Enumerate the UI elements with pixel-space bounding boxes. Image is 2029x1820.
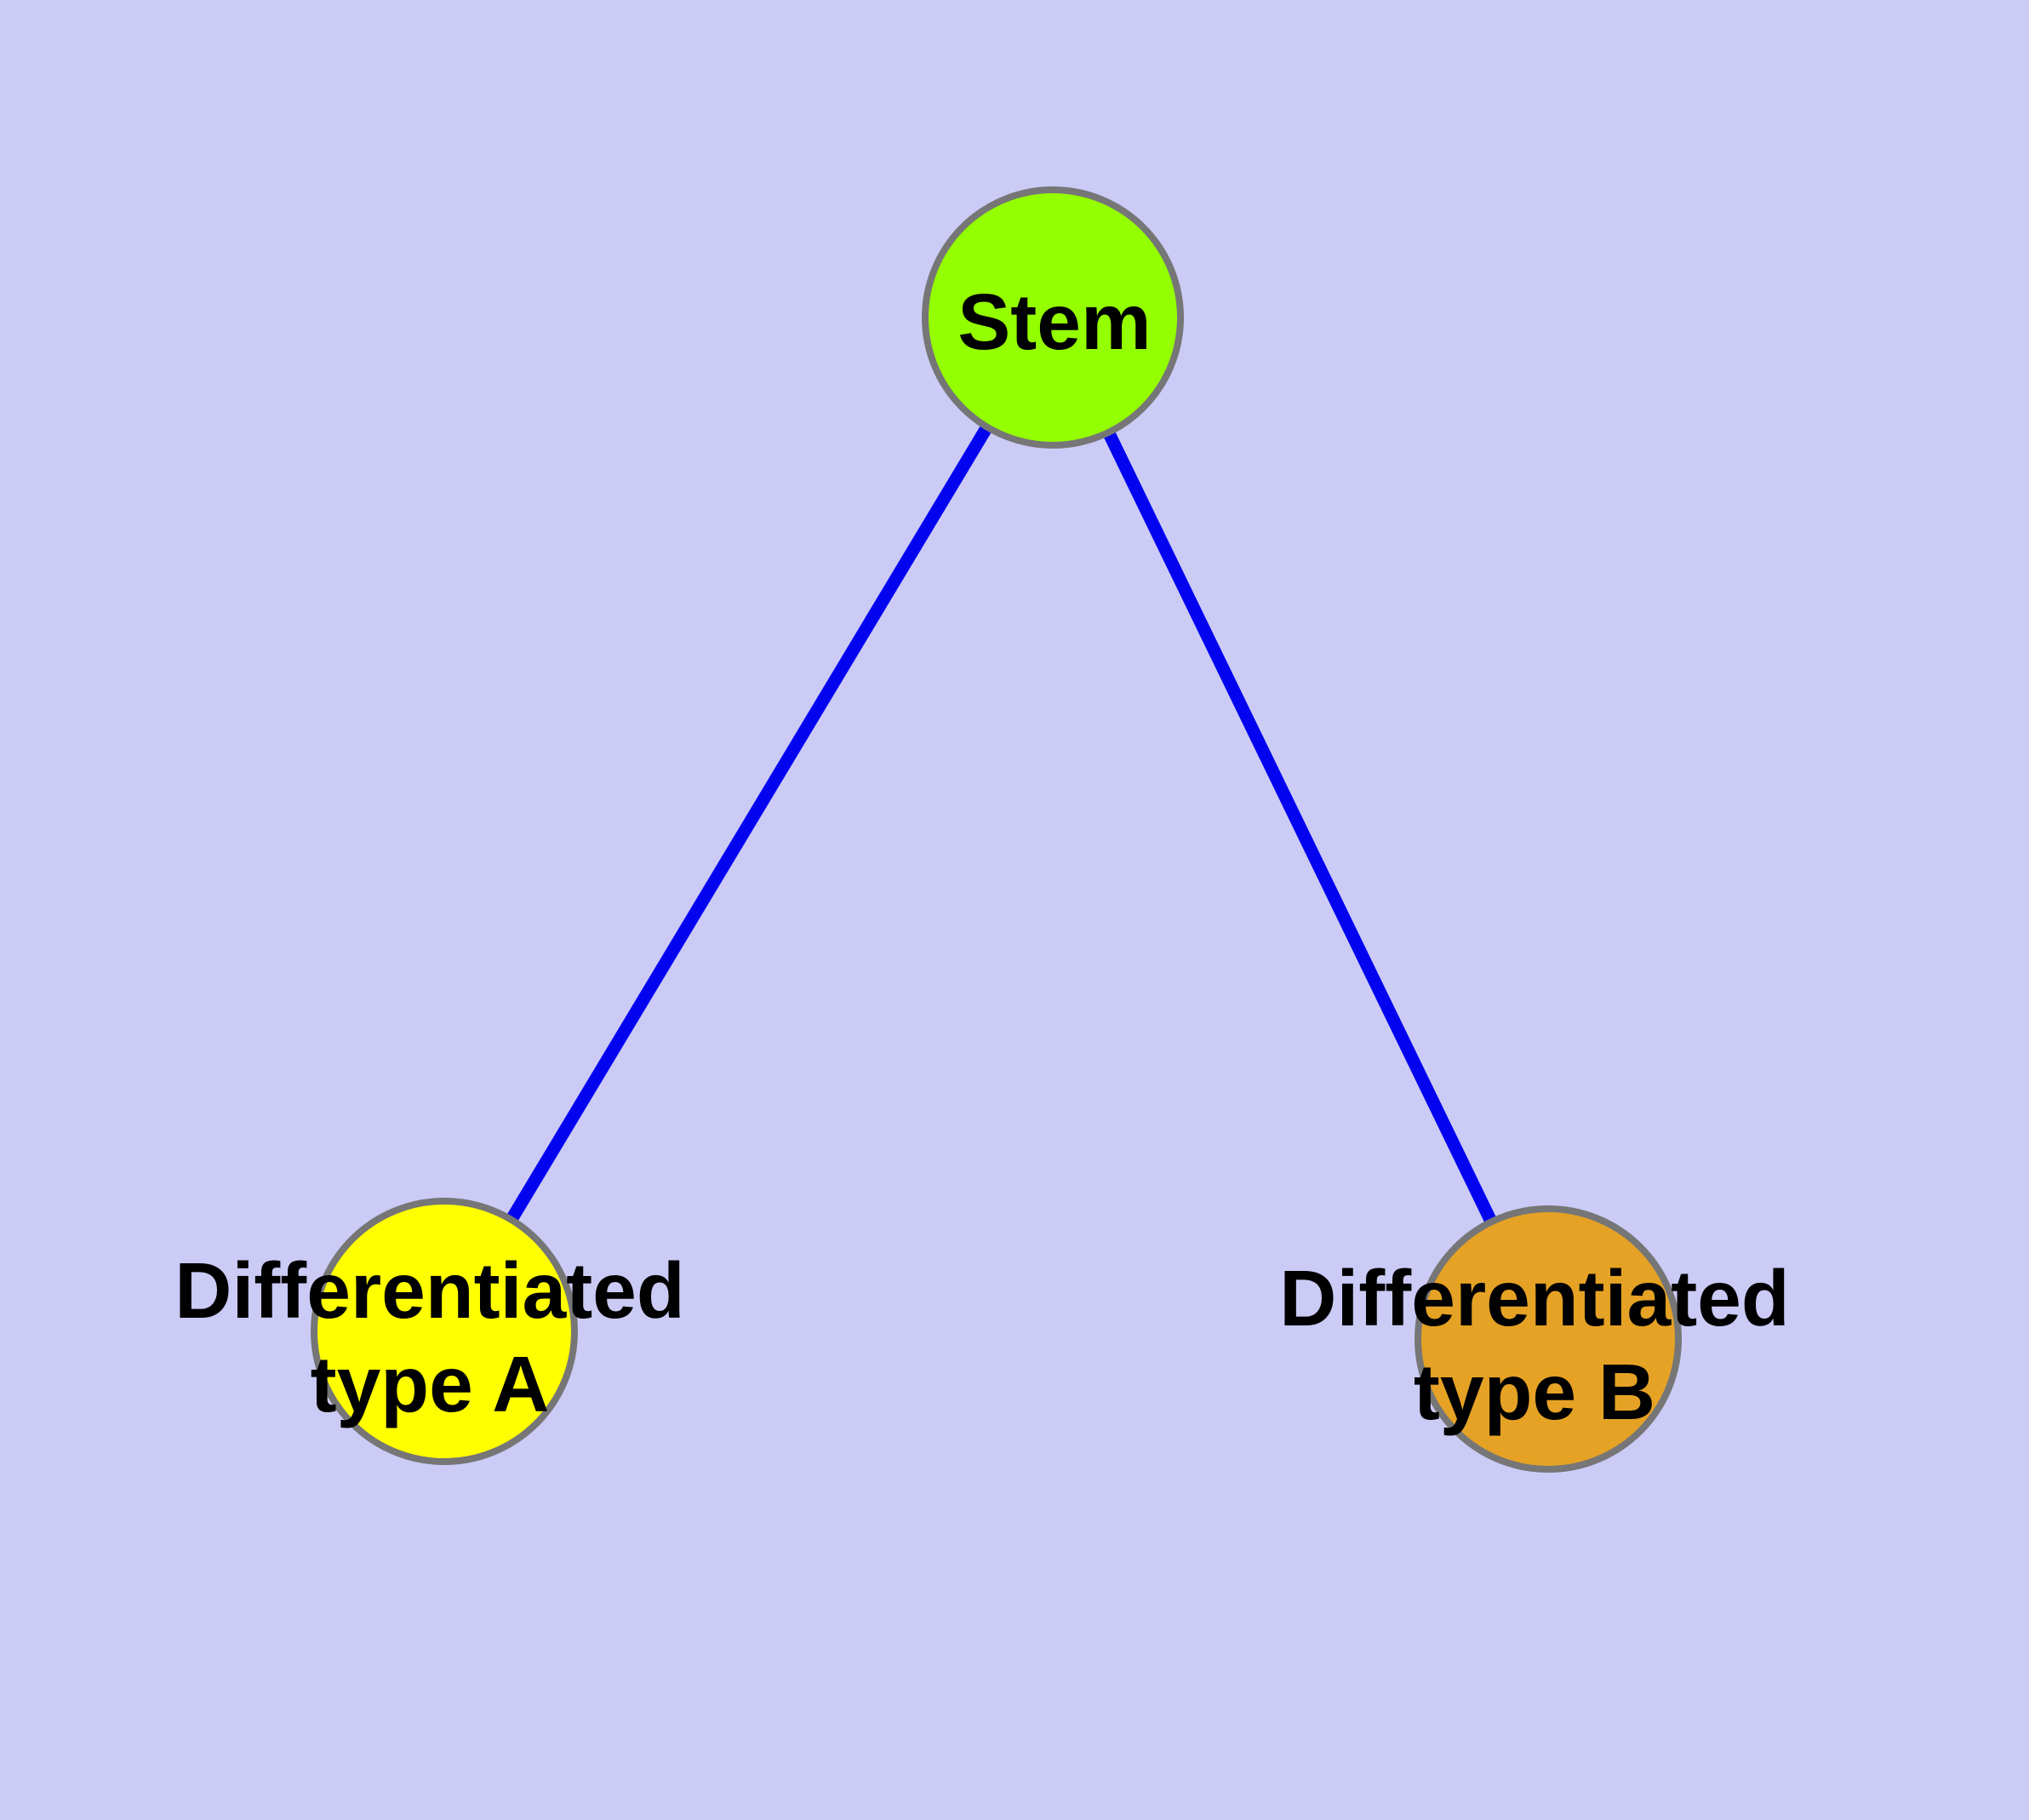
node-stem-circle [922, 186, 1184, 449]
node-differentiated-type-b-label-line1: Differentiated [1279, 1254, 1789, 1342]
node-differentiated-type-b-circle [1415, 1205, 1682, 1473]
node-differentiated-type-a-label-line2: type A [311, 1340, 550, 1428]
edge-stem-to-type-a [438, 314, 1059, 1335]
node-differentiated-type-a-label-line1: Differentiated [174, 1246, 684, 1335]
edge-stem-to-type-b [1047, 314, 1554, 1342]
node-stem-label: Stem [957, 278, 1151, 366]
node-differentiated-type-b-label-line2: type B [1414, 1348, 1655, 1436]
node-differentiated-type-a-circle [311, 1198, 578, 1465]
